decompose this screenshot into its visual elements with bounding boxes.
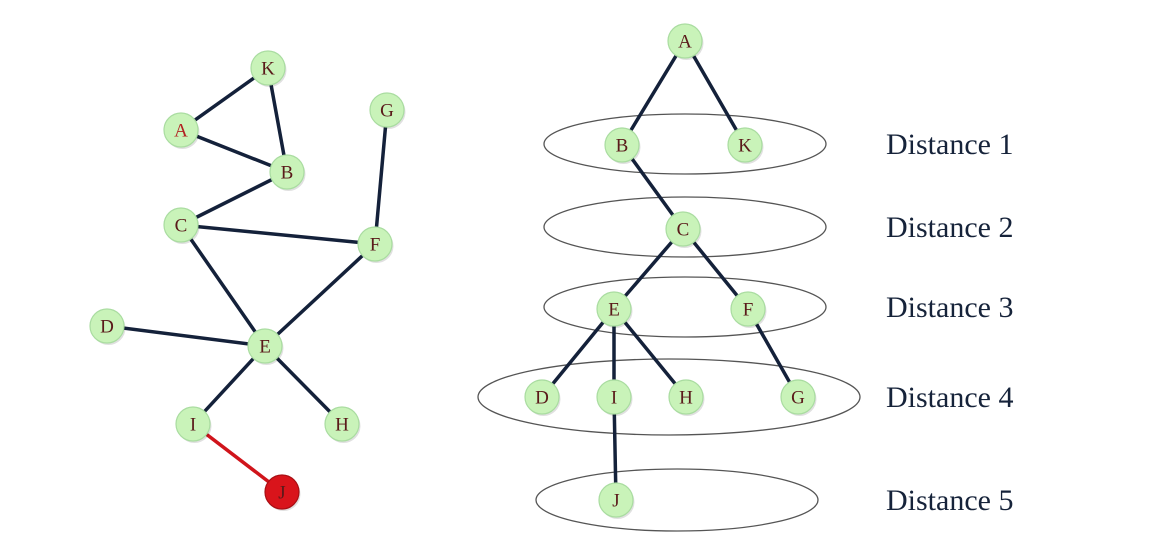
tree-node-d: D <box>524 379 561 416</box>
graph-node-circle <box>324 406 360 442</box>
graph-node-label: G <box>380 101 394 122</box>
graph-node-j: J <box>264 474 301 511</box>
graph-node-label: H <box>335 415 349 436</box>
tree-node-circle <box>668 379 704 415</box>
graph-edge-e-h <box>263 344 344 426</box>
tree-node-circle <box>524 379 560 415</box>
tree-node-circle <box>665 211 701 247</box>
tree-node-label: H <box>679 388 693 409</box>
tree-node-b: B <box>604 127 641 164</box>
graph-node-label: A <box>174 121 188 142</box>
tree-edge-c-e <box>612 227 685 311</box>
graph-node-circle <box>369 92 405 128</box>
tree-node-label: C <box>677 220 690 241</box>
level-ellipse-5 <box>535 468 819 532</box>
graph-node-label: K <box>261 59 275 80</box>
tree-node-label: F <box>743 300 754 321</box>
tree-node-circle <box>604 127 640 163</box>
graph-edge-a-b <box>179 128 289 174</box>
graph-node-label: F <box>370 235 381 256</box>
tree-node-label: A <box>678 32 692 53</box>
graph-node-h: H <box>324 406 361 443</box>
tree-node-circle <box>667 23 703 59</box>
graph-edge-c-e <box>179 223 267 348</box>
tree-node-circle <box>596 291 632 327</box>
tree-edge-a-b <box>620 39 687 147</box>
tree-node-circle <box>730 291 766 327</box>
tree-node-label: J <box>612 491 619 512</box>
graph-edge-c-f <box>179 223 377 246</box>
level-label-3: Distance 3 <box>886 291 1013 324</box>
graph-node-circle <box>175 406 211 442</box>
graph-node-a: A <box>163 112 200 149</box>
tree-node-circle <box>780 379 816 415</box>
tree-node-g: G <box>780 379 817 416</box>
tree-node-h: H <box>668 379 705 416</box>
graph-edge-k-a <box>179 66 270 132</box>
graph-edge-f-g <box>373 108 389 246</box>
graph-node-label: D <box>100 317 114 338</box>
graph-edge-d-e <box>105 324 267 348</box>
graph-node-circle <box>89 308 125 344</box>
tree-edge-a-k <box>683 39 747 147</box>
tree-node-e: E <box>596 291 633 328</box>
tree-node-a: A <box>667 23 704 60</box>
level-label-2: Distance 2 <box>886 211 1013 244</box>
graph-node-e: E <box>247 328 284 365</box>
graph-node-g: G <box>369 92 406 129</box>
graph-node-circle <box>250 50 286 86</box>
tree-node-i: I <box>596 379 633 416</box>
tree-node-label: E <box>608 300 620 321</box>
graph-edge-b-c <box>179 170 289 227</box>
graph-node-circle <box>247 328 283 364</box>
tree-node-label: D <box>535 388 549 409</box>
tree-edge-e-d <box>540 307 616 399</box>
tree-node-k: K <box>727 127 764 164</box>
tree-node-circle <box>598 482 634 518</box>
graph-edge-i-j <box>191 422 284 494</box>
level-labels: Distance 1 Distance 2 Distance 3 Distance 4… <box>886 128 1013 517</box>
tree-node-f: F <box>730 291 767 328</box>
graph-node-i: I <box>175 406 212 443</box>
tree-node-j: J <box>598 482 635 519</box>
graph-node-label: C <box>175 216 188 237</box>
graph-node-circle <box>357 226 393 262</box>
graph-node-label: J <box>278 483 285 504</box>
graph-edge-f-e <box>263 242 377 348</box>
tree-node-circle <box>727 127 763 163</box>
graph-node-circle <box>264 474 300 510</box>
graph-node-circle <box>163 112 199 148</box>
nodes: K A B G C F D E I H J A B K C E F D I H G J <box>89 23 817 519</box>
level-ellipse-2 <box>543 196 827 258</box>
graph-edge-e-i <box>191 344 267 426</box>
level-label-5: Distance 5 <box>886 484 1013 517</box>
graph-node-d: D <box>89 308 126 345</box>
tree-node-label: G <box>791 388 805 409</box>
graph-node-circle <box>269 154 305 190</box>
tree-edge-e-h <box>612 307 688 399</box>
tree-node-label: K <box>738 136 752 157</box>
graph-node-circle <box>163 207 199 243</box>
tree-node-label: I <box>611 388 617 409</box>
graph-node-label: B <box>281 163 294 184</box>
level-ellipse-1 <box>543 113 827 175</box>
graph-node-b: B <box>269 154 306 191</box>
graph-node-label: I <box>190 415 196 436</box>
graph-node-c: C <box>163 207 200 244</box>
graph-node-label: E <box>259 337 271 358</box>
graph-node-f: F <box>357 226 394 263</box>
tree-node-c: C <box>665 211 702 248</box>
level-ellipses <box>477 113 861 532</box>
level-ellipse-4 <box>477 358 861 436</box>
level-ellipse-3 <box>543 276 827 338</box>
graph-edge-k-b <box>266 66 289 174</box>
graph-node-k: K <box>250 50 287 87</box>
level-label-1: Distance 1 <box>886 128 1013 161</box>
tree-node-label: B <box>616 136 629 157</box>
level-label-4: Distance 4 <box>886 381 1013 414</box>
tree-node-circle <box>596 379 632 415</box>
